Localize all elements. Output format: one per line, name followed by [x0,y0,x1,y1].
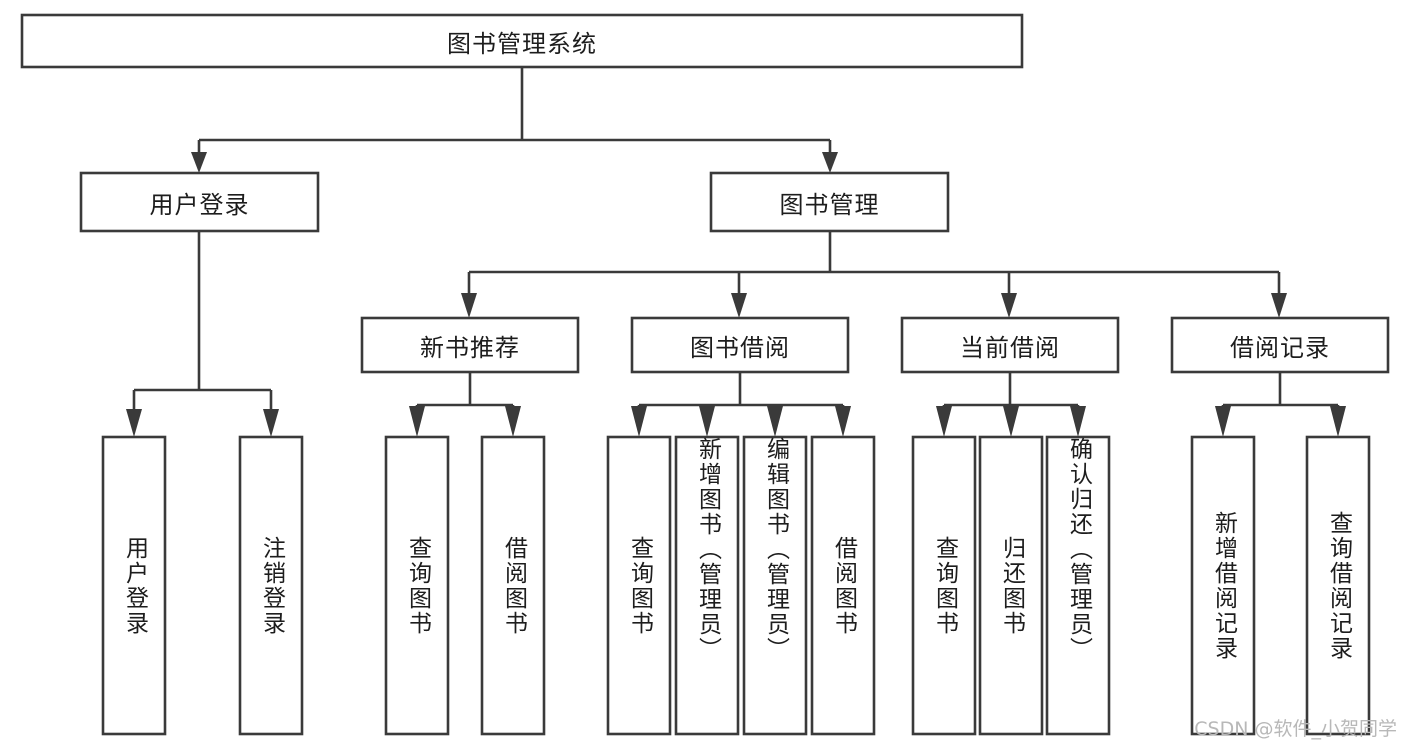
leaf-box-new-book-1[interactable] [480,435,546,736]
leaf-box-borrow-record-0[interactable] [1190,435,1256,736]
leaf-box-book-borrow-0[interactable] [606,435,672,736]
arrow-book-mgmt-to-book-borrow [731,293,747,318]
leaf-box-user-login-0[interactable] [101,435,167,736]
node-new-book-box[interactable] [360,316,580,374]
arrow-book-borrow-leaf-0 [631,406,647,437]
arrow-root-to-book-mgmt [822,152,838,173]
leaf-box-borrow-record-1[interactable] [1305,435,1371,736]
arrow-current-borrow-leaf-1 [1003,406,1019,437]
arrow-book-mgmt-to-current-borrow [1001,293,1017,318]
node-book-borrow-box[interactable] [630,316,850,374]
arrow-new-book-leaf-1 [505,406,521,437]
arrow-book-borrow-leaf-3 [835,406,851,437]
arrow-user-login-leaf-0 [126,409,142,437]
arrow-book-mgmt-to-borrow-record [1271,293,1287,318]
node-user-login-box[interactable] [79,171,320,233]
arrow-borrow-record-leaf-0 [1215,406,1231,437]
arrow-current-borrow-leaf-2 [1070,406,1086,437]
arrow-borrow-record-leaf-1 [1330,406,1346,437]
arrow-user-login-leaf-1 [263,409,279,437]
leaf-box-new-book-0[interactable] [384,435,450,736]
arrow-book-mgmt-to-new-book [461,293,477,318]
arrow-current-borrow-leaf-0 [936,406,952,437]
node-borrow-record-box[interactable] [1170,316,1390,374]
leaf-box-current-borrow-0[interactable] [911,435,977,736]
arrow-book-borrow-leaf-2 [767,406,783,437]
node-current-borrow-box[interactable] [900,316,1120,374]
node-root-box[interactable] [20,13,1024,69]
arrow-book-borrow-leaf-1 [699,406,715,437]
leaf-box-current-borrow-2[interactable] [1045,435,1111,736]
leaf-box-book-borrow-1[interactable] [674,435,740,736]
leaf-box-book-borrow-2[interactable] [742,435,808,736]
leaf-box-current-borrow-1[interactable] [978,435,1044,736]
leaf-box-book-borrow-3[interactable] [810,435,876,736]
arrow-root-to-user-login [191,152,207,173]
arrow-new-book-leaf-0 [409,406,425,437]
leaf-box-user-login-1[interactable] [238,435,304,736]
node-book-management-box[interactable] [709,171,950,233]
